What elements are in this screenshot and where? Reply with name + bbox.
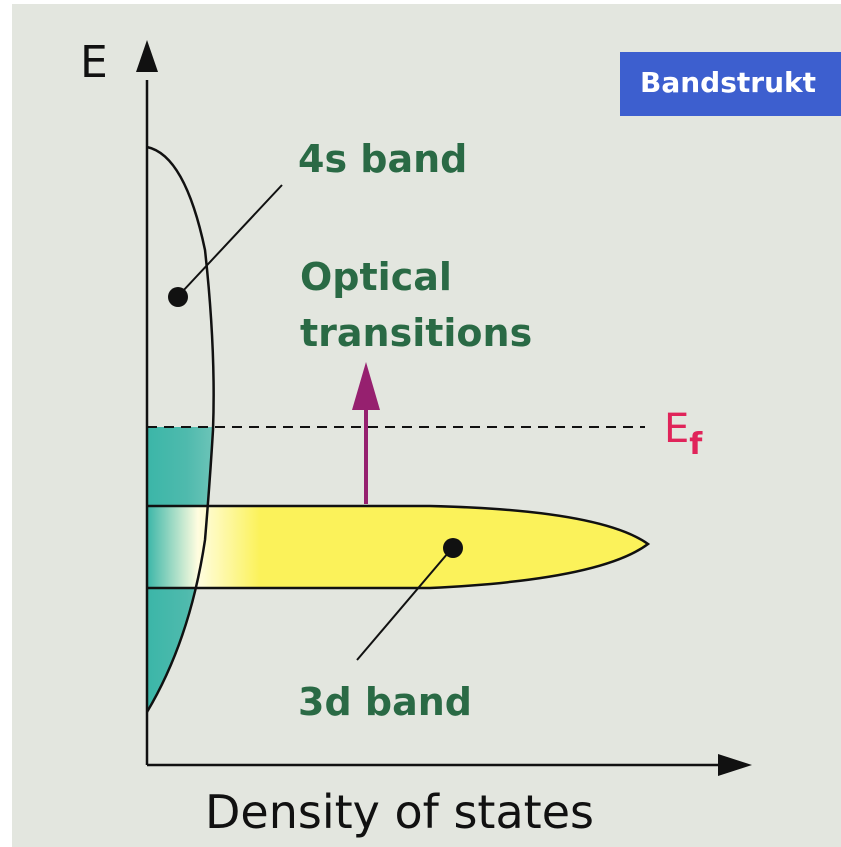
band-3d-shape <box>147 506 648 588</box>
label-4s-band: 4s band <box>298 137 467 181</box>
band-4s-outline <box>145 145 215 713</box>
marker-dot-4s <box>168 287 188 307</box>
label-optical-line1: Optical <box>300 255 452 299</box>
fermi-label-subscript: f <box>689 427 703 462</box>
marker-dot-3d <box>443 538 463 558</box>
label-optical-line2: transitions <box>300 311 532 355</box>
x-axis-label: Density of states <box>205 785 594 839</box>
leader-line-4s <box>181 184 283 293</box>
band-3d-outline <box>147 504 651 590</box>
x-axis-arrowhead <box>718 754 752 776</box>
label-3d-band: 3d band <box>298 680 472 724</box>
y-axis-label: E <box>80 37 108 88</box>
title-banner-text: Bandstrukt <box>640 66 817 99</box>
optical-transition-arrowhead <box>352 362 380 410</box>
fermi-level-label: Ef <box>664 406 703 462</box>
fermi-label-main: E <box>664 406 689 452</box>
title-banner: Bandstrukt <box>620 52 841 116</box>
leader-line-3d <box>356 552 449 661</box>
y-axis-arrowhead <box>136 40 158 72</box>
